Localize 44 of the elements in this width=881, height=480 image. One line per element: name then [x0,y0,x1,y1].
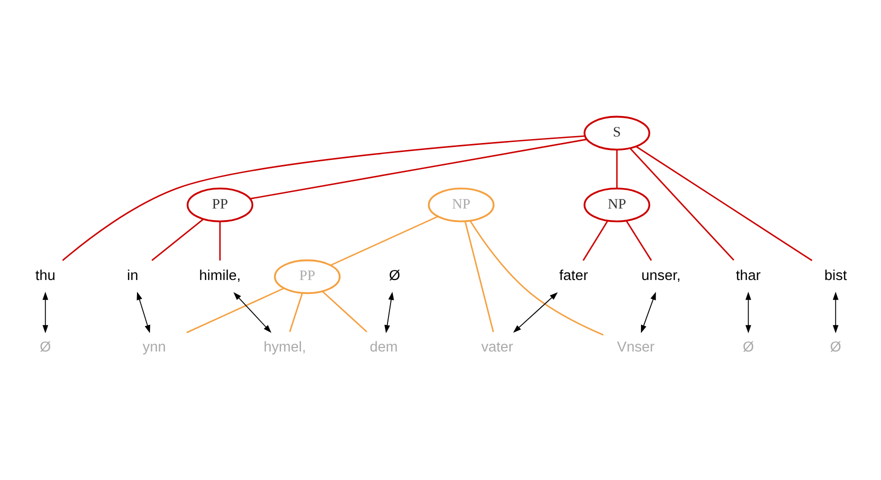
arrow [745,291,752,333]
connector [636,146,812,261]
node-text: thu [35,268,56,284]
connector [630,147,734,260]
node-text: ynn [142,339,166,356]
node-text: in [127,268,138,284]
node-text: vater [481,339,514,356]
connector [330,215,438,266]
node-text: hymel, [264,339,306,356]
node-ellipse: S [584,115,650,150]
connector [186,287,284,333]
node-ellipse: PP [274,258,341,294]
node-ellipse: PP [186,187,254,222]
node-text: himile, [199,268,241,284]
connector [626,220,652,260]
node-ellipse: NP [584,187,650,222]
node-text: Vnser [617,339,655,356]
connector [151,218,204,260]
connector [464,220,494,332]
node-text: Ø [388,268,400,284]
arrow [233,292,272,332]
arrow [832,291,838,333]
connector [616,149,618,188]
node-text: bist [824,268,847,284]
connector [582,220,608,260]
node-text: Ø [40,339,51,356]
node-text: dem [370,339,398,356]
node-text: fater [559,268,588,284]
arrow [384,291,394,333]
arrow [42,291,48,333]
arrow [513,292,558,332]
connector [470,220,604,336]
connector [289,292,303,332]
arrow [640,291,656,333]
connector [322,290,368,332]
node-text: Ø [742,339,754,356]
arrow [136,291,150,333]
node-text: unser, [641,268,681,284]
connector [62,134,585,261]
node-text: Ø [830,339,842,356]
node-ellipse: NP [428,187,494,222]
connector [219,221,221,260]
node-text: thar [736,268,761,284]
connector [250,138,587,199]
